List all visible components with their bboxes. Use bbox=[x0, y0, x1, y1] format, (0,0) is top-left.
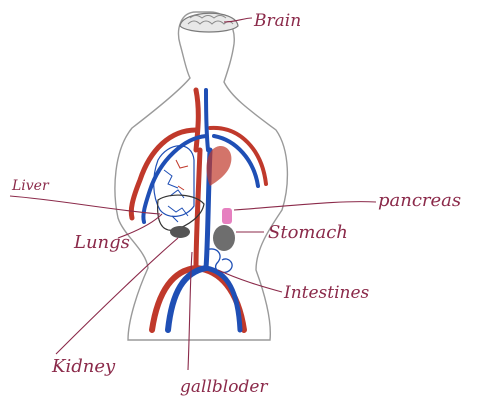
label-brain: Brain bbox=[253, 11, 301, 31]
label-stomach: Stomach bbox=[268, 222, 348, 243]
label-liver: Liver bbox=[11, 178, 50, 194]
label-lungs: Lungs bbox=[73, 232, 130, 253]
label-kidney: Kidney bbox=[51, 356, 116, 377]
stomach-organ bbox=[213, 225, 235, 251]
brain-organ bbox=[180, 13, 238, 32]
label-intestines: Intestines bbox=[283, 283, 370, 303]
lungs-organ bbox=[154, 146, 194, 217]
arteries bbox=[131, 90, 266, 330]
label-pancreas: pancreas bbox=[378, 190, 461, 211]
pancreas-organ bbox=[222, 208, 232, 224]
label-gallbladder: gallbloder bbox=[180, 377, 268, 397]
kidney-organ bbox=[170, 226, 190, 238]
leader-lines bbox=[10, 18, 376, 370]
